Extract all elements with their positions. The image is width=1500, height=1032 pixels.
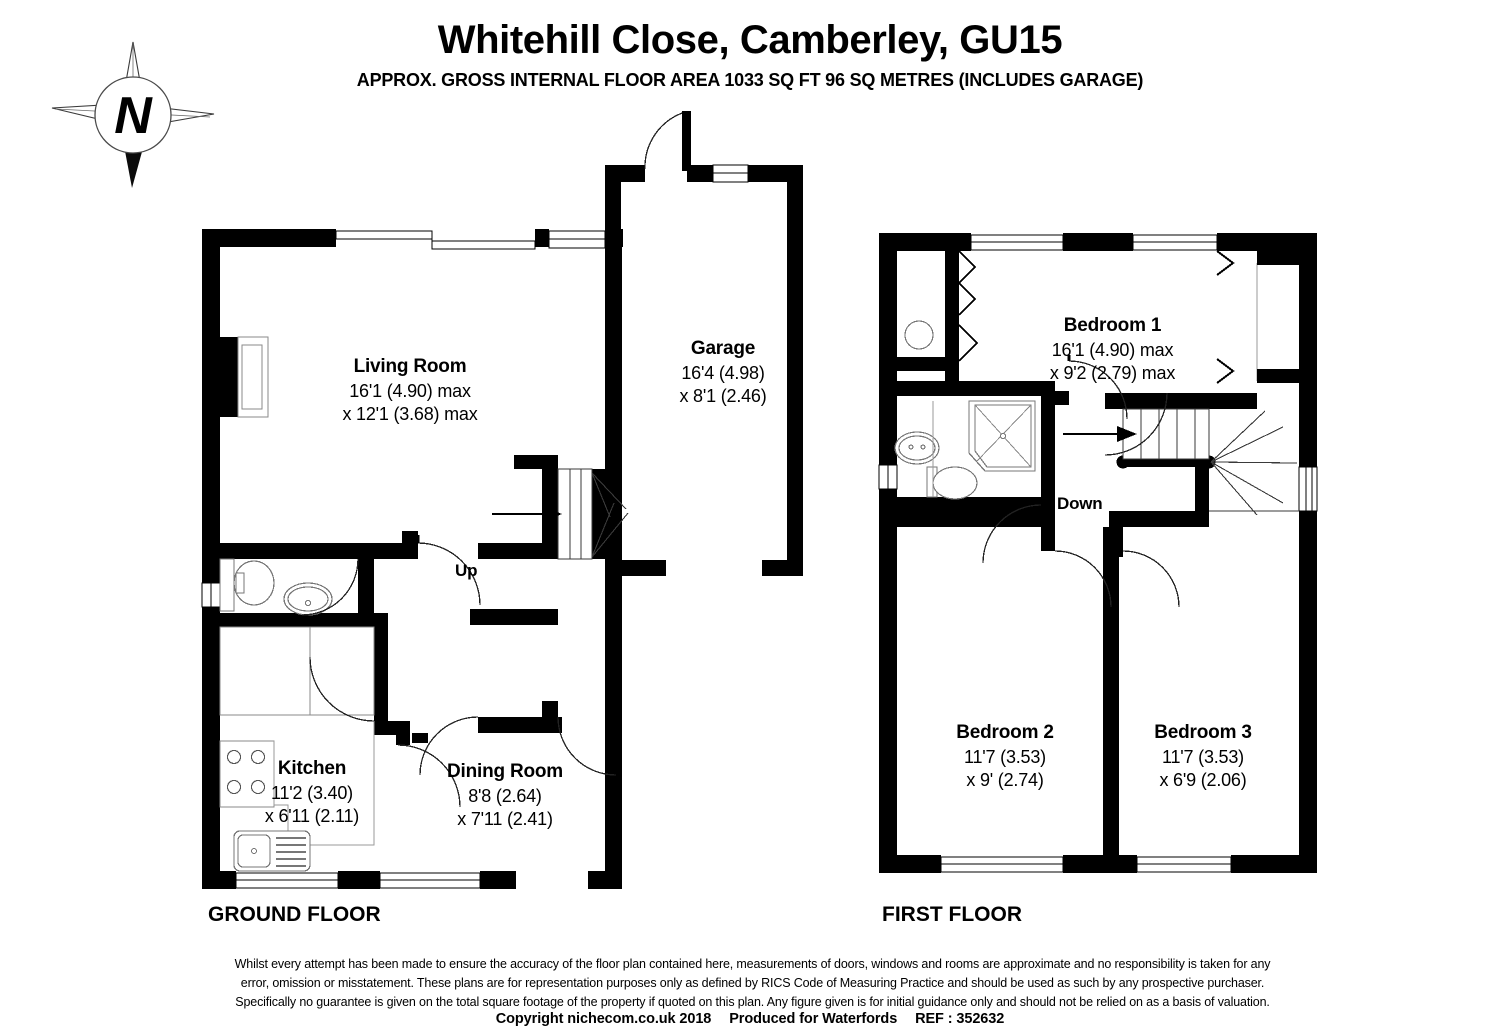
first-door-swings <box>957 250 1180 608</box>
first-stair-direction-label: Down <box>1057 494 1103 513</box>
disclaimer-line-1: Whilst every attempt has been made to en… <box>234 957 1271 971</box>
hall-cupboard <box>219 626 375 716</box>
compass-north-letter: N <box>114 87 153 145</box>
disclaimer-line-3: Specifically no guarantee is given on th… <box>235 995 1270 1009</box>
bedroom1-recess <box>1216 250 1299 384</box>
kitchen-fixtures <box>219 721 375 872</box>
first-internal-walls <box>897 251 1257 855</box>
ground-house-outline <box>201 229 666 889</box>
first-floor-label: FIRST FLOOR <box>882 903 1022 926</box>
ground-stair-direction-label: Up <box>455 561 478 580</box>
room-label-garage: Garage 16'4 (4.98) x 8'1 (2.46) <box>679 338 767 407</box>
room-label-living-room: Living Room 16'1 (4.90) max x 12'1 (3.68… <box>342 356 478 425</box>
ground-floor-plan <box>190 105 810 905</box>
credits-line: Copyright nichecom.co.uk 2018 Produced f… <box>0 1011 1500 1027</box>
disclaimer-text: Whilst every attempt has been made to en… <box>150 955 1355 1012</box>
staircase-up <box>557 468 629 560</box>
ground-internal-walls <box>220 455 605 745</box>
bathroom-fixtures <box>894 320 1036 500</box>
produced-for-text: Produced for Waterfords <box>729 1011 898 1027</box>
first-floor-plan <box>865 215 1335 905</box>
page-title: Whitehill Close, Camberley, GU15 <box>437 18 1063 62</box>
fireplace-icon <box>220 336 269 418</box>
copyright-text: Copyright nichecom.co.uk 2018 <box>495 1011 712 1027</box>
room-label-dining-room: Dining Room 8'8 (2.64) x 7'11 (2.41) <box>446 761 563 830</box>
first-house-outline <box>878 233 1318 873</box>
room-label-bedroom-1: Bedroom 1 16'1 (4.90) max x 9'2 (2.79) m… <box>1049 315 1176 384</box>
staircase-down <box>1122 408 1299 516</box>
wc-fixtures <box>219 558 333 616</box>
ground-floor-label: GROUND FLOOR <box>208 903 381 926</box>
hob-burner-icon <box>226 749 242 765</box>
disclaimer-line-2: error, omission or misstatement. These p… <box>240 976 1265 990</box>
compass-rose-icon: N <box>48 38 218 193</box>
sink-icon <box>233 830 311 872</box>
ground-door-swings <box>301 535 617 808</box>
room-label-kitchen: Kitchen 11'2 (3.40) x 6'11 (2.11) <box>264 758 360 827</box>
room-label-bedroom-2: Bedroom 2 11'7 (3.53) x 9' (2.74) <box>956 722 1054 791</box>
stair-down-arrow-icon <box>1063 426 1137 442</box>
stair-up-arrow-icon <box>492 506 562 522</box>
page-subtitle: APPROX. GROSS INTERNAL FLOOR AREA 1033 S… <box>356 70 1144 90</box>
room-label-bedroom-3: Bedroom 3 11'7 (3.53) x 6'9 (2.06) <box>1154 722 1252 791</box>
reference-text: REF : 352632 <box>915 1011 1005 1027</box>
